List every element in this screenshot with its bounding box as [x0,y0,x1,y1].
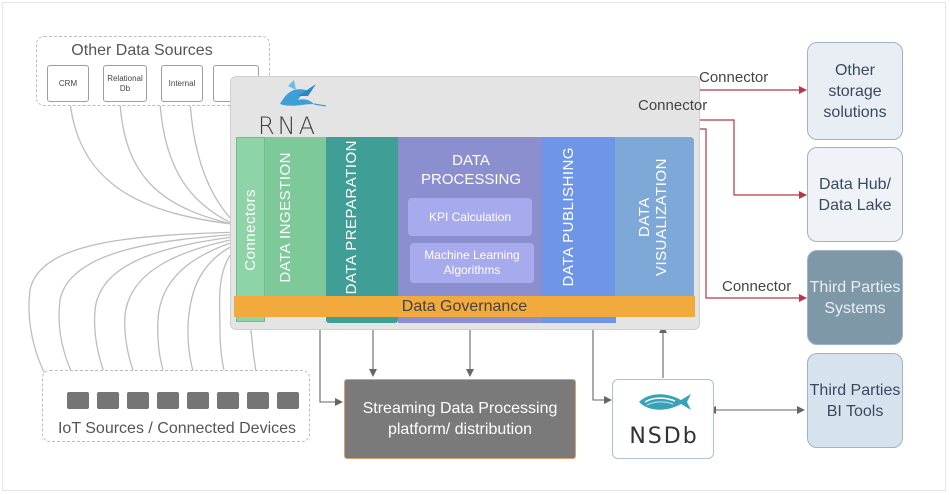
iot-sources-panel: IoT Sources / Connected Devices [42,370,310,442]
connector-label-third-parties: Connector [722,278,792,295]
source-internal: Internal [161,65,203,102]
nsdb-logo-text: NSDb [629,424,699,449]
connector-label-storage: Connector [699,69,769,86]
data-publishing-column: DATA PUBLISHING [542,137,616,323]
connector-label-hub: Connector [638,97,708,114]
other-data-sources-title: Other Data Sources [71,42,213,59]
connectors-label: Connectors [242,188,259,271]
data-publishing-label: DATA PUBLISHING [560,147,577,287]
data-visualization-column: DATA VISUALIZATION [615,137,694,297]
source-curves [28,101,261,391]
rna-logo-text: RNA [258,112,319,140]
gray-flow-lines [319,317,805,414]
kpi-calculation-box: KPI Calculation [408,198,532,236]
iot-device-icon [187,392,209,409]
data-governance-bar: Data Governance [234,296,695,317]
other-storage-box: Other storage solutions [807,42,903,140]
iot-device-icon [127,392,149,409]
data-preparation-label: DATA PREPARATION [343,139,360,295]
ml-algorithms-box: Machine Learning Algorithms [410,243,534,283]
iot-device-icon [67,392,89,409]
iot-device-icon [277,392,299,409]
iot-devices-row [67,392,307,410]
third-parties-systems-box: Third Parties Systems [807,250,903,345]
source-crm: CRM [47,65,89,102]
data-hub-box: Data Hub/ Data Lake [807,147,903,242]
connectors-column: Connectors [236,137,265,322]
data-ingestion-column: DATA INGESTION [265,137,326,297]
iot-sources-title: IoT Sources / Connected Devices [57,420,297,437]
source-relational-db: Relational Db [103,65,147,102]
data-preparation-column: DATA PREPARATION [326,137,398,323]
data-processing-column: DATA PROCESSING KPI Calculation Machine … [398,137,543,323]
nsdb-fish-icon [639,394,691,410]
data-processing-title: DATA PROCESSING [420,152,522,188]
hummingbird-icon [280,80,327,107]
data-visualization-label: DATA VISUALIZATION [635,158,670,276]
iot-device-icon [157,392,179,409]
data-ingestion-label: DATA INGESTION [276,151,294,283]
iot-device-icon [97,392,119,409]
third-parties-bi-tools-box: Third Parties BI Tools [807,353,903,448]
rna-logo: RNA [258,78,328,140]
iot-device-icon [247,392,269,409]
iot-device-icon [217,392,239,409]
streaming-platform-box: Streaming Data Processing platform/ dist… [344,379,576,459]
nsdb-box: NSDb [612,379,714,459]
